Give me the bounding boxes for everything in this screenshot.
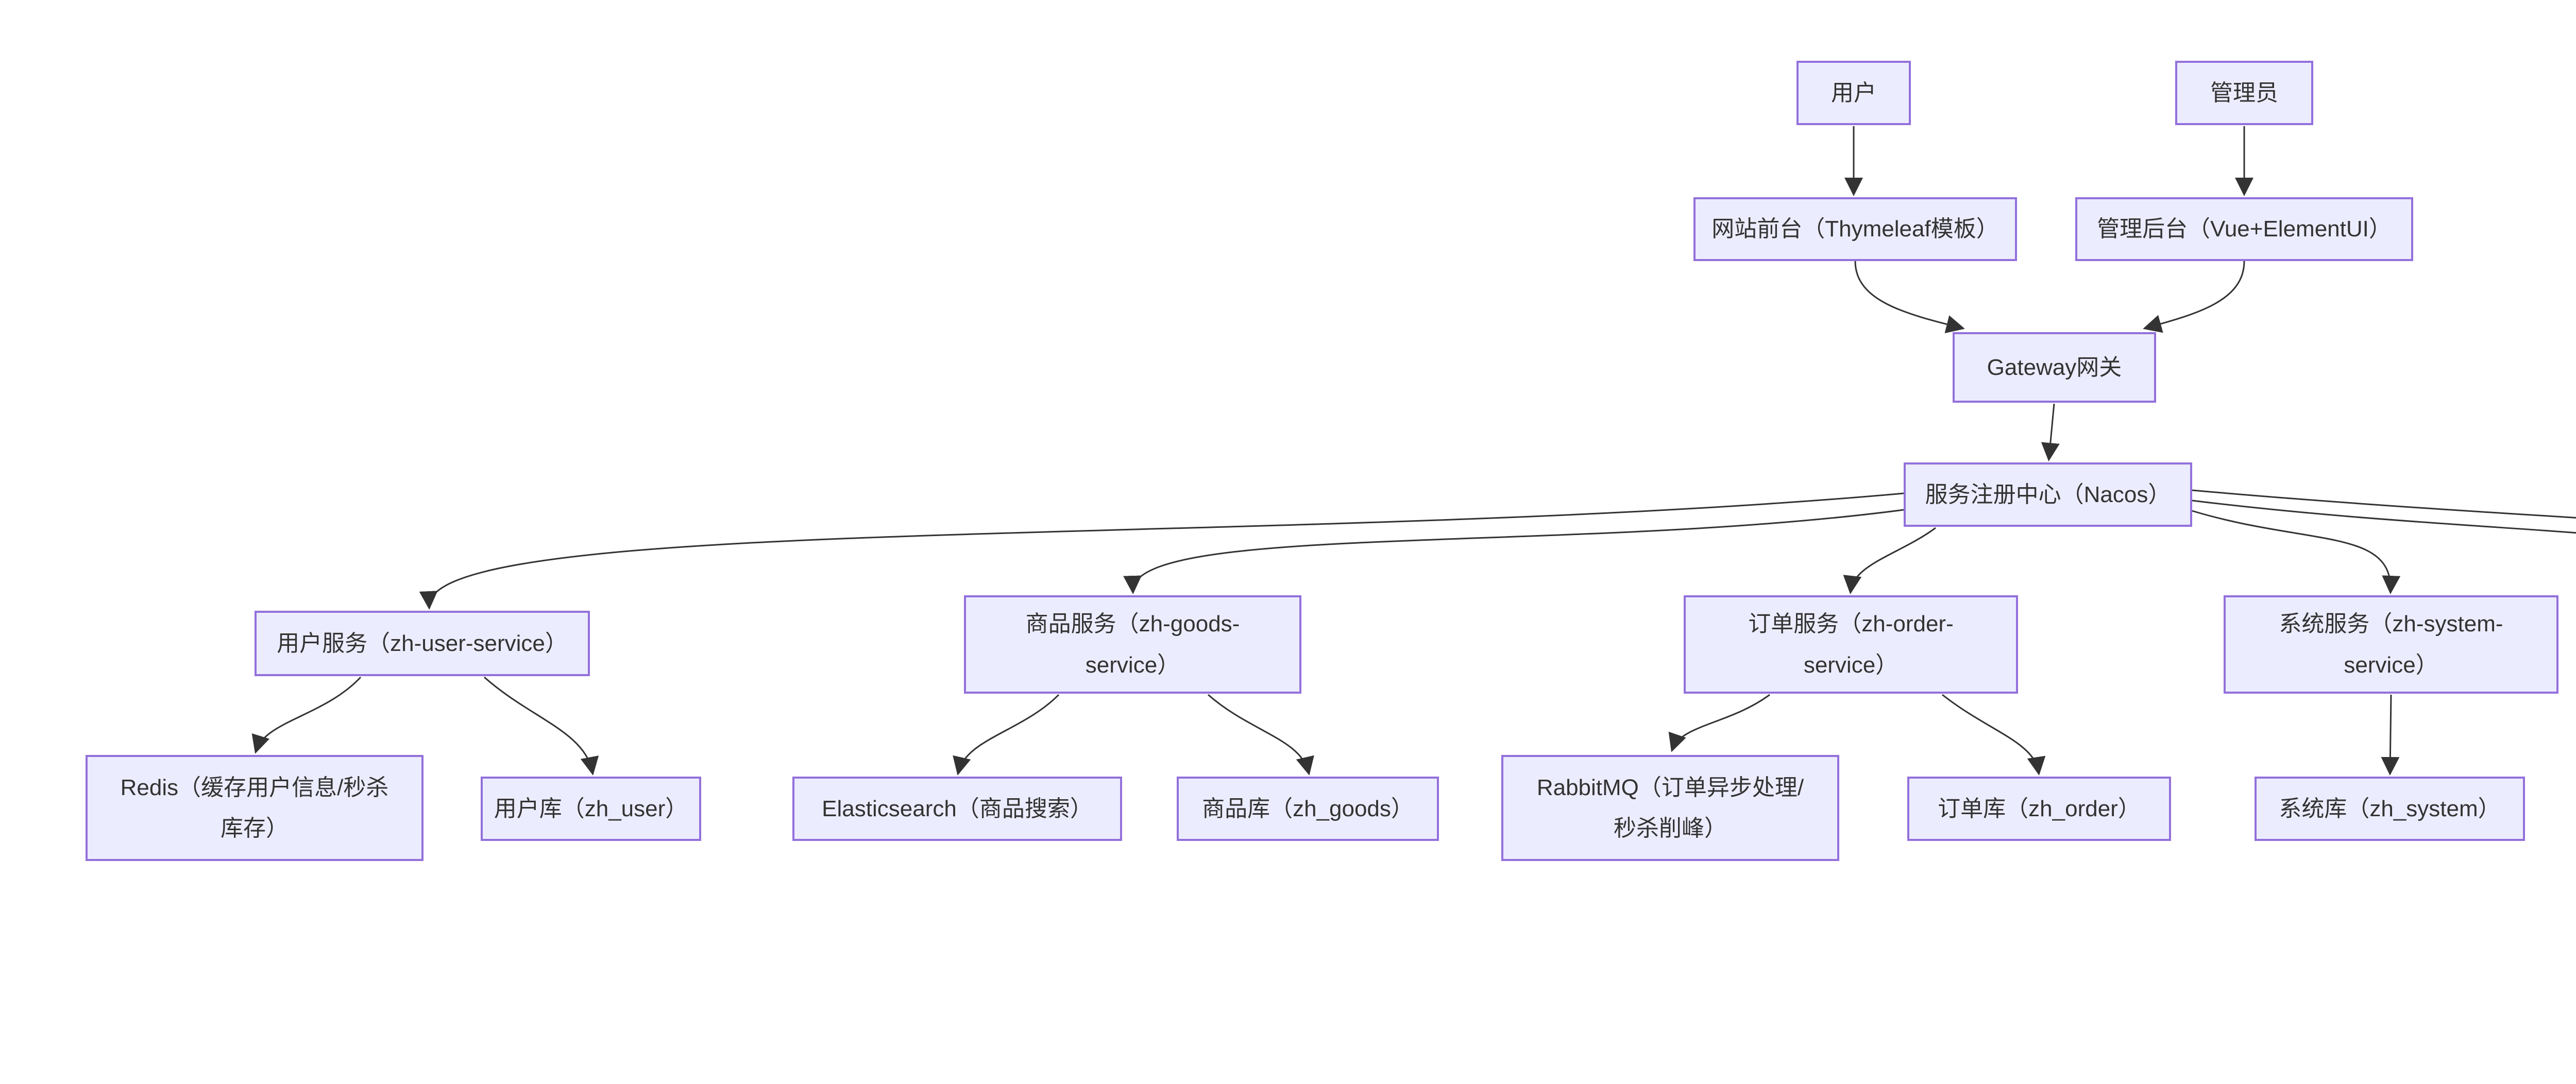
node-order-service: 订单服务（zh-order- service） <box>1684 595 2018 694</box>
edge-nacos-to-pay-service <box>2192 489 2576 519</box>
node-redis: Redis（缓存用户信息/秒杀 库存） <box>86 755 423 861</box>
edge-goods-service-to-es <box>953 694 1060 776</box>
edge-user-service-to-redis <box>251 676 362 754</box>
edge-nacos-to-goods-service <box>1123 509 1904 594</box>
node-rabbitmq: RabbitMQ（订单异步处理/ 秒杀削峰） <box>1501 755 1839 861</box>
node-user-db: 用户库（zh_user） <box>481 777 701 841</box>
node-nacos-registry: 服务注册中心（Nacos） <box>1904 462 2192 527</box>
node-goods-db: 商品库（zh_goods） <box>1177 777 1439 841</box>
edge-nacos-to-order-service <box>1843 527 1936 594</box>
edge-user-service-to-user-db <box>484 676 599 776</box>
edge-nacos-to-user-service <box>419 492 1904 610</box>
edge-nacos-to-business-service <box>2192 500 2576 534</box>
edge-nacos-to-system-service <box>2192 510 2401 594</box>
node-user-service: 用户服务（zh-user-service） <box>255 611 590 676</box>
edge-adminback-to-gateway <box>2143 261 2245 333</box>
node-order-db: 订单库（zh_order） <box>1907 777 2171 841</box>
edge-order-service-to-order-db <box>1942 694 2046 776</box>
node-admin: 管理员 <box>2175 61 2313 125</box>
node-system-service: 系统服务（zh-system- service） <box>2224 595 2558 694</box>
edge-system-service-to-system-db <box>2381 694 2400 776</box>
node-goods-service: 商品服务（zh-goods- service） <box>964 595 1301 694</box>
node-web-frontend: 网站前台（Thymeleaf模板） <box>1693 197 2017 261</box>
node-user: 用户 <box>1797 61 1911 125</box>
node-admin-backend: 管理后台（Vue+ElementUI） <box>2075 197 2413 261</box>
node-elasticsearch: Elasticsearch（商品搜索） <box>792 777 1122 841</box>
edge-order-service-to-rabbitmq <box>1668 694 1770 752</box>
node-system-db: 系统库（zh_system） <box>2255 777 2525 841</box>
edge-goods-service-to-goods-db <box>1208 694 1314 776</box>
node-gateway: Gateway网关 <box>1953 332 2156 403</box>
edge-webfront-to-gateway <box>1854 261 1965 334</box>
edge-gateway-to-nacos <box>2041 403 2060 461</box>
